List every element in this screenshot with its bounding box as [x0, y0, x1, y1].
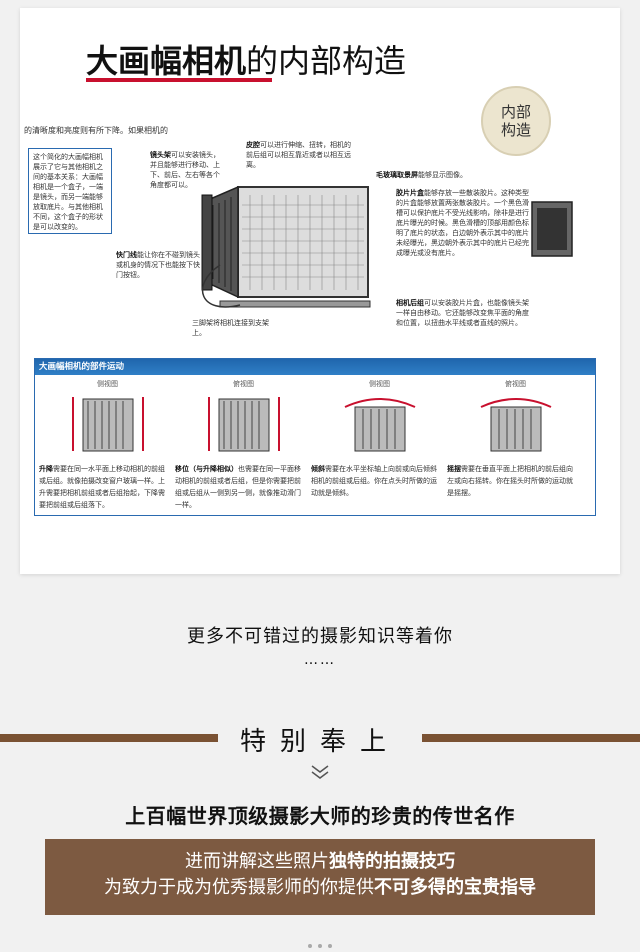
- swing-figure: [480, 398, 552, 452]
- rear-group-label: 相机后组可以安装胶片片盒，也能像镜头架一样自由移动。它还能够改变焦平面的角度和位…: [396, 299, 529, 327]
- camera-illustration: [201, 185, 371, 308]
- shutter-release-label: 快门线能让你在不碰到镜头或机身的情况下也能按下快门按钮。: [116, 251, 200, 279]
- ground-glass-label: 毛玻璃取景屏能够显示图像。: [376, 171, 467, 179]
- film-holder-illustration: [531, 201, 573, 257]
- view-label: 侧视图: [97, 380, 118, 388]
- bellows-label: 皮腔可以进行伸缩、扭转，相机的前后组可以相互靠近或者以相互远离。: [246, 141, 351, 169]
- promo-box: 进而讲解这些照片独特的拍摄技巧 为致力于成为优秀摄影师的你提供不可多得的宝贵指导: [45, 839, 595, 915]
- intro-text: 的清晰度和亮度则有所下降。如果相机的: [24, 126, 168, 135]
- page-indicator: [0, 933, 640, 952]
- caption-rise-fall: 升降需要在同一水平面上移动相机的前组或后组。就像拍摄改变窗户玻璃一样。上升需要把…: [39, 465, 165, 509]
- view-label: 俯视图: [505, 380, 526, 388]
- caption-shift: 移位（与升降相似）也需要在同一平面移动相机的前组或者后组，但是你需要把前组或后组…: [175, 465, 301, 509]
- note-box: 这个简化的大画幅相机展示了它与其他相机之间的基本关系：大画幅相机是一个盒子，一端…: [28, 148, 112, 234]
- parts-header: 大画幅相机的部件运动: [35, 359, 595, 375]
- parts-movement-panel: 大画幅相机的部件运动 侧视图 俯视图 侧视图 俯视图 升降需要在同一水平面上移动…: [34, 358, 596, 516]
- promo-line-1: 进而讲解这些照片独特的拍摄技巧: [185, 851, 455, 872]
- title-underline: [86, 78, 272, 82]
- caption-swing: 摇摆需要在垂直平面上把相机的前后组向左或向右摇转。你在摇头时所做的运动就是摇摆。: [447, 465, 573, 497]
- band-right: [422, 734, 640, 742]
- page-title: 大画幅相机的内部构造: [86, 42, 407, 80]
- chevron-down-icon: [311, 765, 329, 779]
- view-label: 侧视图: [369, 380, 390, 388]
- tripod-label: 三脚架将相机连接到支架上。: [192, 319, 269, 337]
- tilt-figure: [344, 398, 416, 452]
- special-heading: 特别奉上: [239, 727, 400, 757]
- view-label: 俯视图: [233, 380, 254, 388]
- lens-holder-label: 镜头架可以安装镜头，并且能够进行移动、上下、前后、左右等各个角度都可以。: [150, 151, 220, 189]
- headline: 上百幅世界顶级摄影大师的珍贵的传世名作: [125, 804, 515, 828]
- rise-fall-figure: [72, 397, 144, 452]
- film-holder-label: 胶片片盒能够存放一些散装胶片。这种类型的片盒能够放置两张散装胶片。一个黑色滑槽可…: [396, 189, 529, 257]
- more-knowledge-text: 更多不可错过的摄影知识等着你: [187, 626, 453, 647]
- shift-figure: [208, 397, 280, 452]
- section-badge: 内部 构造: [481, 86, 551, 156]
- ellipsis: ……: [304, 652, 336, 668]
- promo-line-2: 为致力于成为优秀摄影师的你提供不可多得的宝贵指导: [104, 877, 536, 898]
- caption-tilt: 倾斜需要在水平坐标轴上向前或向后倾斜相机的前组或后组。你在点头时所做的运动就是倾…: [311, 465, 437, 497]
- band-left: [0, 734, 218, 742]
